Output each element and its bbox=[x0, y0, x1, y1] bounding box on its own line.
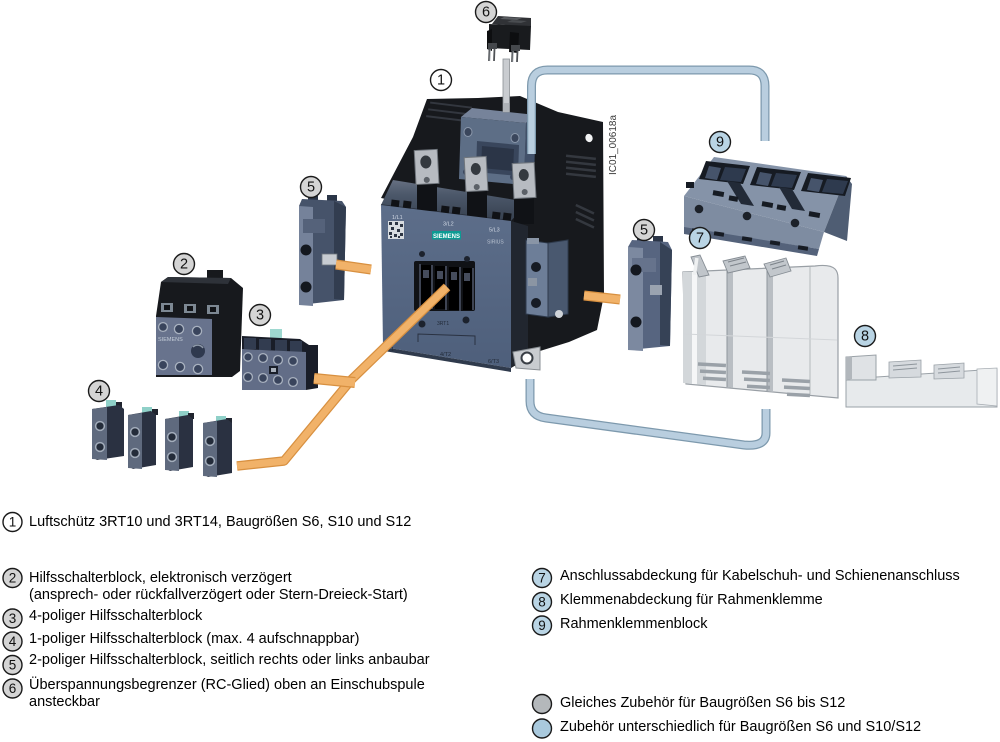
svg-text:9: 9 bbox=[716, 135, 724, 151]
svg-text:2: 2 bbox=[180, 257, 188, 273]
svg-text:9: 9 bbox=[538, 618, 546, 633]
svg-text:6: 6 bbox=[482, 5, 490, 21]
svg-text:5: 5 bbox=[307, 180, 315, 196]
svg-text:8: 8 bbox=[861, 329, 869, 345]
svg-text:4/T2: 4/T2 bbox=[440, 352, 451, 358]
svg-text:IC01_00618a: IC01_00618a bbox=[608, 115, 619, 175]
svg-text:4: 4 bbox=[9, 634, 17, 649]
svg-text:1/L1: 1/L1 bbox=[392, 215, 403, 221]
svg-text:5: 5 bbox=[9, 658, 17, 673]
svg-text:3/L2: 3/L2 bbox=[443, 222, 454, 228]
svg-text:5/L3: 5/L3 bbox=[489, 228, 500, 234]
svg-text:3: 3 bbox=[9, 611, 17, 626]
svg-text:8: 8 bbox=[538, 595, 546, 610]
svg-text:6: 6 bbox=[9, 681, 17, 696]
svg-text:SIEMENS: SIEMENS bbox=[433, 234, 460, 240]
svg-text:SIEMENS: SIEMENS bbox=[158, 337, 183, 343]
svg-text:5: 5 bbox=[640, 223, 648, 239]
svg-text:1: 1 bbox=[9, 515, 17, 530]
svg-text:SIRIUS: SIRIUS bbox=[487, 240, 504, 246]
svg-text:1: 1 bbox=[437, 73, 445, 89]
svg-text:3: 3 bbox=[256, 308, 264, 324]
svg-text:3RT1: 3RT1 bbox=[437, 321, 449, 327]
svg-text:7: 7 bbox=[696, 231, 704, 247]
svg-text:2: 2 bbox=[9, 571, 17, 586]
svg-text:4: 4 bbox=[95, 384, 103, 400]
svg-text:6/T3: 6/T3 bbox=[488, 359, 499, 365]
svg-text:7: 7 bbox=[538, 571, 546, 586]
